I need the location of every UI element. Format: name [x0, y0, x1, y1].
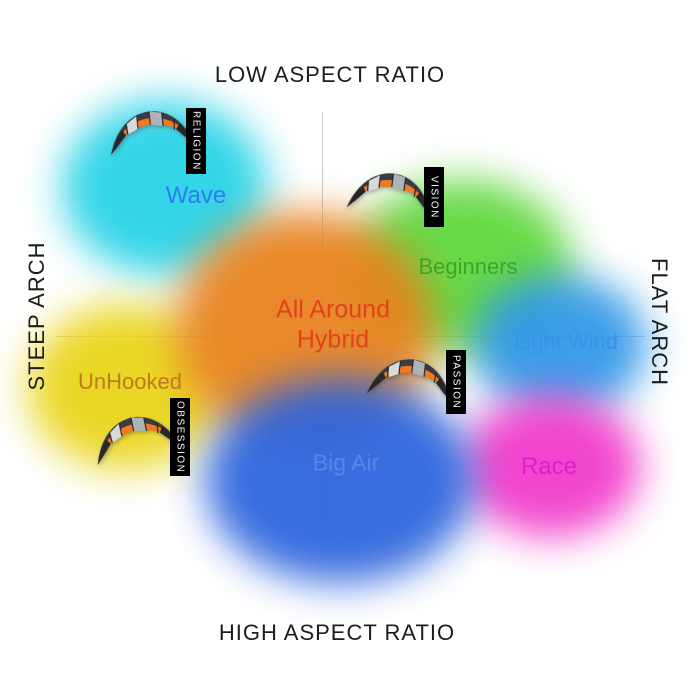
axis-label-high-aspect-ratio: HIGH ASPECT RATIO	[218, 620, 456, 645]
region-label-light-wind: Light Wind	[514, 329, 618, 354]
region-label-unhooked: UnHooked	[78, 369, 182, 394]
region-blob-big-air	[205, 378, 475, 583]
kite-name-tag-passion: PASSION	[446, 350, 466, 414]
region-label-big-air: Big Air	[312, 449, 380, 476]
kite-passion: PASSION	[366, 346, 470, 434]
all-around-line2: Hybrid	[296, 325, 370, 353]
kite-icon	[106, 106, 196, 156]
kite-name-tag-obsession: OBSESSION	[170, 398, 190, 476]
kite-obsession: OBSESSION	[88, 396, 194, 484]
region-label-race: Race	[520, 453, 578, 480]
kite-icon	[366, 353, 456, 405]
region-blob-race	[462, 395, 640, 537]
all-around-line1: All Around	[276, 295, 390, 324]
region-blob-light-wind	[472, 275, 647, 415]
kite-religion: RELIGION	[106, 102, 210, 190]
kite-name-tag-religion: RELIGION	[186, 108, 206, 174]
region-label-wave: Wave	[165, 182, 227, 209]
axis-label-low-aspect-ratio: LOW ASPECT RATIO	[214, 62, 446, 87]
region-label-beginners: Beginners	[418, 254, 518, 279]
axis-label-steep-arch: STEEP ARCH	[24, 241, 49, 391]
region-label-all-around-hybrid: All Around Hybrid	[276, 296, 390, 355]
axis-label-flat-arch: FLAT ARCH	[647, 258, 672, 386]
kite-name-tag-vision: VISION	[424, 167, 444, 227]
kite-vision: VISION	[346, 160, 450, 248]
